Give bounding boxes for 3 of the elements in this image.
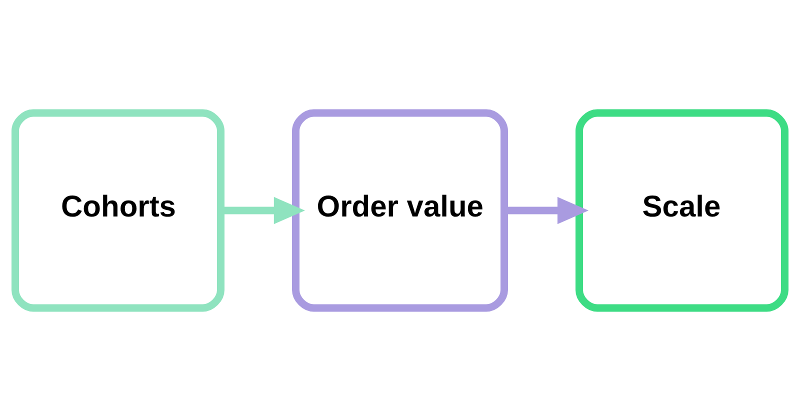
node-box: Order value [292,108,508,312]
node-box: Scale [576,108,788,312]
node-box: Cohorts [12,108,224,312]
